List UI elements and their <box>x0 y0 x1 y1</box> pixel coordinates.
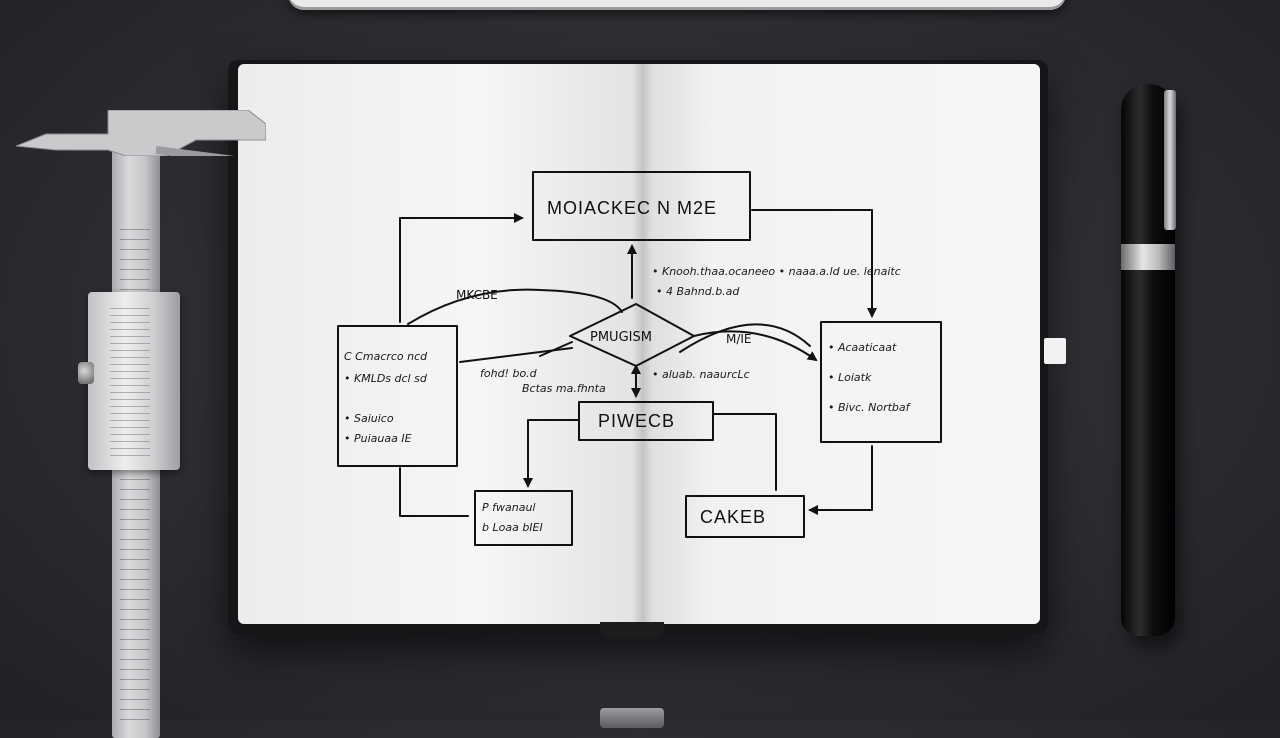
left-box-line: • KMLDs dcl sd <box>344 372 428 385</box>
arc-label: MKCBE <box>456 288 498 302</box>
bottom-right-box <box>685 495 805 538</box>
caliper-slider <box>88 292 180 470</box>
arrow-diamond-to-right <box>693 330 818 362</box>
caliper-vernier <box>110 302 150 458</box>
middle-box <box>578 401 714 441</box>
bottom-left-box-line: P fwanaul <box>482 501 535 514</box>
top-box-label: MOIACKEC N M2E <box>547 198 717 218</box>
note-top-right: • Knooh.thaa.ocaneeo • naaa.a.ld ue. len… <box>652 265 901 278</box>
arrow-right-to-bottom-right <box>808 445 873 515</box>
notebook-left-page <box>238 64 642 624</box>
bottom-left-box <box>474 490 573 546</box>
bottom-right-box-label: CAKEB <box>700 507 766 527</box>
note-top-right-2: • 4 Bahnd.b.ad <box>656 285 740 298</box>
metal-object <box>600 708 664 728</box>
diamond-right-label: M/IE <box>726 332 752 346</box>
arrow-top-to-right <box>751 209 877 318</box>
hand-drawn-diagram: MOIACKEC N M2E PMUGISM M/IE MKCBE PIWECB… <box>337 171 942 546</box>
pen-clip <box>1164 90 1176 230</box>
arrow-left-to-top <box>399 213 524 323</box>
left-box-line: • Puiauaa IE <box>344 432 412 445</box>
diamond-label: PMUGISM <box>590 330 652 345</box>
caliper-lock-screw <box>78 362 94 384</box>
top-box <box>532 171 751 241</box>
right-box-line: • Bivc. Nortbaf <box>828 401 912 414</box>
bottom-left-box-line: b Loaa bIEI <box>482 521 543 534</box>
left-box-line: • Saiuico <box>344 412 394 425</box>
right-box <box>820 321 942 443</box>
diamond-tick <box>539 341 573 357</box>
middle-box-label: PIWECB <box>598 411 675 431</box>
note-center-right: • aluab. naaurcLc <box>652 368 750 381</box>
curve-cross <box>679 323 811 353</box>
left-box-line: C Cmacrco ncd <box>344 350 428 363</box>
right-box-line: • Loiatk <box>828 371 872 384</box>
note-center-left-2: Bctas ma.fhnta <box>522 382 606 395</box>
note-center-left: fohd! bo.d <box>480 367 538 380</box>
desk-scene: MOIACKEC N M2E PMUGISM M/IE MKCBE PIWECB… <box>16 0 1176 738</box>
arrow-middle-to-bottom-left <box>523 419 579 488</box>
pen-band <box>1121 244 1175 270</box>
notebook-elastic <box>600 622 664 638</box>
notebook-right-page <box>642 64 1040 624</box>
bookmark-ribbon <box>1044 338 1066 364</box>
right-box-line: • Acaaticaat <box>828 341 897 354</box>
arc-left-top <box>407 288 623 325</box>
line-left-to-bottom-left <box>399 467 469 517</box>
laptop-edge <box>288 0 1066 10</box>
left-box <box>337 325 458 467</box>
notebook-spine <box>632 64 652 624</box>
line-middle-to-bottom-right <box>713 413 777 491</box>
caliper-jaws <box>16 110 266 156</box>
